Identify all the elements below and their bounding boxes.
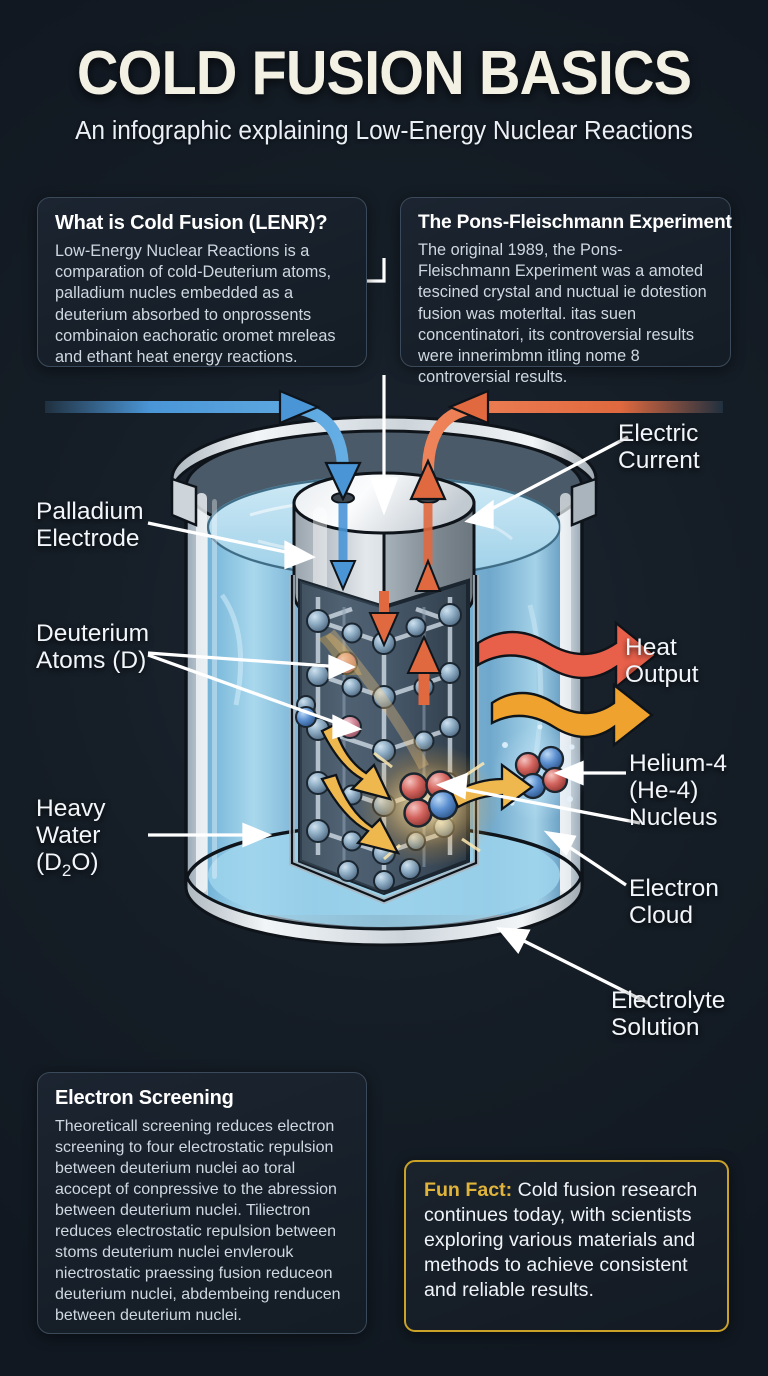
- panel-fun-fact: Fun Fact: Cold fusion research continues…: [404, 1160, 729, 1332]
- heavy-water-subscript: 2: [61, 861, 72, 881]
- panel-screening-body: Theoreticall screening reduces electron …: [55, 1118, 341, 1325]
- panel-pons-heading: The Pons-Fleischmann Experiment: [418, 212, 732, 233]
- label-deuterium-atoms: Deuterium Atoms (D): [36, 620, 150, 675]
- fun-fact-label: Fun Fact:: [424, 1179, 513, 1201]
- heavy-water-formula-open: (D: [36, 849, 62, 877]
- label-electron-cloud: Electron Cloud: [629, 875, 719, 930]
- heat-output-arrows: [318, 620, 658, 812]
- label-heavy-water: Heavy Water(D2O): [36, 795, 105, 881]
- panel-electron-screening: Electron Screening Theoreticall screenin…: [37, 1072, 367, 1334]
- panel-lenr-heading: What is Cold Fusion (LENR)?: [55, 212, 328, 234]
- page-subtitle: An infographic explaining Low-Energy Nuc…: [75, 117, 693, 146]
- label-helium-4-nucleus: Helium-4 (He-4) Nucleus: [629, 750, 728, 832]
- label-electric-current: Electric Current: [618, 420, 700, 475]
- fun-fact-body: Cold fusion research continues today, wi…: [424, 1179, 698, 1301]
- panel-lenr-body: Low-Energy Nuclear Reactions is a compar…: [55, 242, 336, 366]
- label-electrolyte-solution: Electrolyte Solution: [611, 987, 726, 1042]
- label-heat-output: Heat Output: [625, 634, 699, 689]
- heavy-water-line1: Heavy Water: [36, 795, 106, 850]
- page-title: COLD FUSION BASICS: [76, 39, 692, 108]
- panel-pons-body: The original 1989, the Pons-Fleischmann …: [418, 241, 707, 387]
- panel-pons-fleischmann: The Pons-Fleischmann Experiment The orig…: [400, 197, 732, 386]
- cold-fusion-cell-illustration: [0, 275, 768, 1065]
- panel-what-is-cold-fusion: What is Cold Fusion (LENR)? Low-Energy N…: [37, 197, 367, 367]
- electric-current-arrows: [45, 389, 723, 705]
- heavy-water-formula-close: O): [71, 849, 99, 877]
- callout-leader-lines: [147, 435, 649, 1005]
- panel-screening-heading: Electron Screening: [55, 1087, 234, 1109]
- fun-fact-text: Fun Fact: Cold fusion research continues…: [424, 1178, 709, 1302]
- screening-arrows: [320, 723, 401, 855]
- fusion-event: [356, 743, 500, 867]
- label-palladium-electrode: Palladium Electrode: [36, 498, 144, 553]
- electron-cloud: [502, 724, 575, 806]
- header: COLD FUSION BASICS An infographic explai…: [0, 39, 768, 146]
